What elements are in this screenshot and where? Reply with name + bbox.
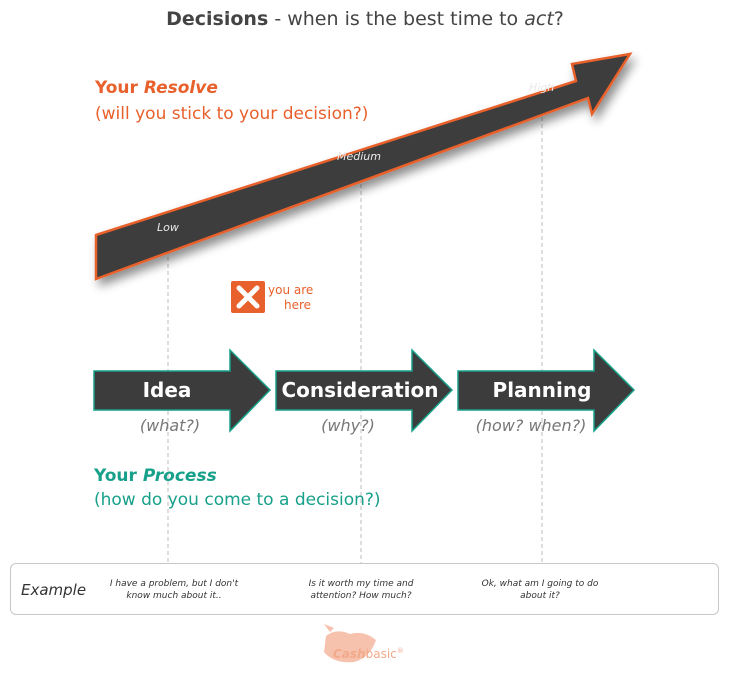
stage-question-idea: (what?)	[139, 416, 201, 435]
logo-part2: basic	[365, 647, 397, 661]
stage-label-planning: Planning	[492, 378, 592, 402]
example-item-idea-line2: know much about it..	[126, 591, 222, 601]
stage-label-consideration: Consideration	[281, 378, 439, 402]
example-item-consideration: Is it worth my time and attention? How m…	[291, 578, 431, 602]
resolve-heading: Your Resolve	[95, 78, 218, 98]
stage-arrow-planning	[457, 348, 636, 433]
example-item-planning-line1: Ok, what am I going to do	[481, 579, 599, 589]
resolve-emphasis: Resolve	[143, 78, 218, 98]
level-high: High	[529, 81, 555, 94]
logo-mark: ®	[396, 647, 404, 655]
example-label: Example	[21, 581, 87, 599]
title-italic: act	[524, 8, 554, 30]
example-item-consideration-line1: Is it worth my time and	[308, 579, 414, 589]
you-are-here-line2: here	[284, 298, 312, 312]
process-subtitle: (how do you come to a decision?)	[94, 490, 381, 510]
stage-question-consideration: (why?)	[321, 416, 375, 435]
title-bold: Decisions	[166, 8, 269, 30]
page-title: Decisions - when is the best time to act…	[0, 8, 730, 30]
example-item-idea: I have a problem, but I don't know much …	[104, 578, 244, 602]
example-item-planning-line2: about it?	[520, 591, 560, 601]
logo: Cashbasic®	[333, 647, 404, 661]
process-emphasis: Process	[142, 466, 217, 486]
title-end: ?	[553, 8, 564, 30]
example-item-consideration-line2: attention? How much?	[310, 591, 412, 601]
process-prefix: Your	[94, 466, 143, 486]
you-are-here-marker	[231, 281, 265, 313]
stage-label-idea: Idea	[142, 378, 192, 402]
example-item-idea-line1: I have a problem, but I don't	[109, 579, 239, 589]
you-are-here-line1: you are	[268, 283, 314, 297]
level-medium: Medium	[337, 150, 381, 163]
example-panel	[10, 563, 719, 615]
stage-question-planning: (how? when?)	[475, 416, 587, 435]
stage-arrow-consideration	[275, 348, 454, 433]
title-middle: - when is the best time to	[268, 8, 525, 30]
logo-part1: Cash	[333, 647, 366, 661]
level-low: Low	[157, 221, 179, 234]
stage-arrow-idea	[93, 348, 272, 433]
you-are-here-text: you are here	[268, 283, 313, 313]
resolve-subtitle: (will you stick to your decision?)	[95, 104, 369, 124]
logo-pig-icon	[324, 624, 376, 663]
resolve-arrow	[94, 52, 633, 281]
resolve-prefix: Your	[95, 78, 144, 98]
example-item-planning: Ok, what am I going to do about it?	[470, 578, 610, 602]
close-x-icon	[236, 285, 260, 309]
process-heading: Your Process	[94, 466, 217, 486]
